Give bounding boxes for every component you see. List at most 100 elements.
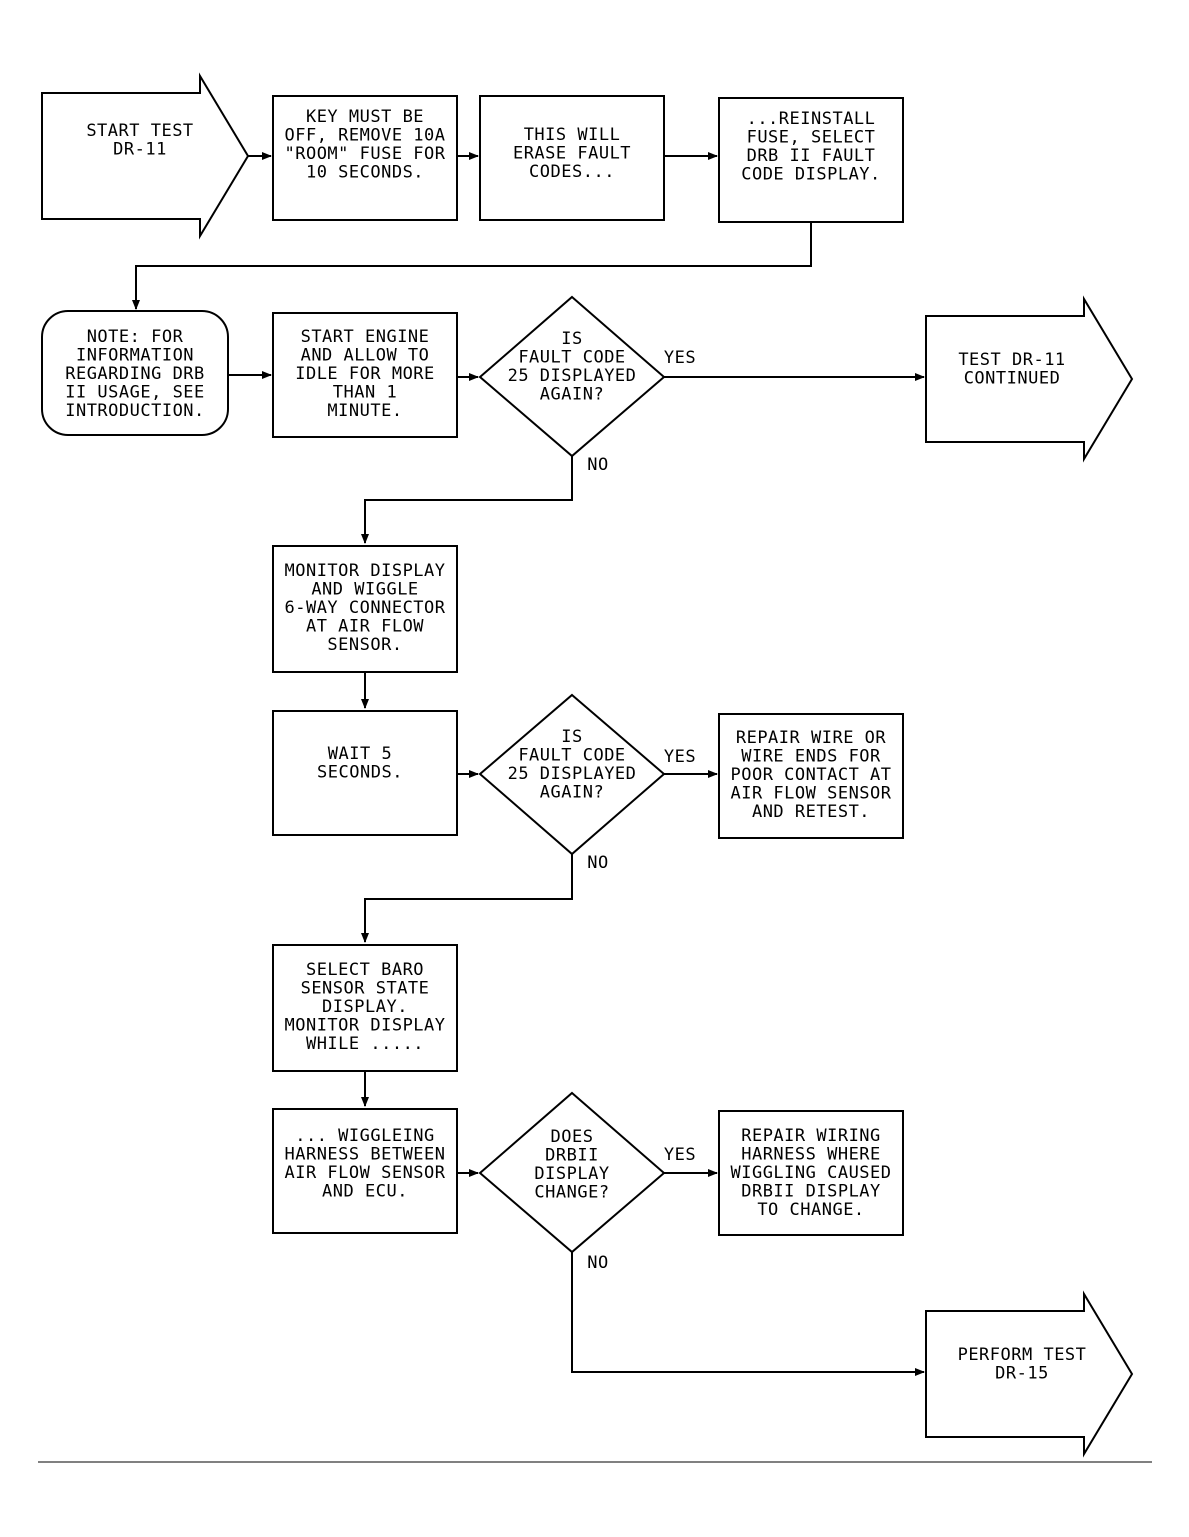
node-label-line: AND ECU. [322, 1182, 408, 1202]
node-label-line: AGAIN? [540, 385, 604, 405]
node-label-line: AGAIN? [540, 783, 604, 803]
node-label-line: FUSE, SELECT [747, 128, 876, 148]
node-label-line: AND ALLOW TO [301, 346, 430, 366]
node-label-line: HARNESS BETWEEN [284, 1145, 445, 1165]
node-label-line: MINUTE. [327, 401, 402, 421]
node-label-line: CHANGE? [534, 1183, 609, 1203]
node-label-line: THAN 1 [333, 383, 397, 403]
node-label-line: FAULT CODE [518, 348, 625, 368]
node-label-line: DRB II FAULT [747, 146, 876, 166]
node-label-line: AIR FLOW SENSOR [284, 1163, 445, 1183]
node-label-line: DISPLAY [534, 1164, 609, 1184]
node-label-line: DISPLAY. [322, 997, 408, 1017]
node-label-line: AND WIGGLE [311, 580, 418, 600]
node-label-line: PERFORM TEST [958, 1345, 1087, 1365]
node-label-line: KEY MUST BE [306, 107, 424, 127]
no-label: NO [587, 1253, 608, 1273]
node-label-line: ... WIGGLEING [295, 1126, 435, 1146]
node-label-line: 25 DISPLAYED [508, 764, 637, 784]
connector [361, 854, 573, 943]
node-label-line: OFF, REMOVE 10A [284, 126, 445, 146]
node-label-line: DRBII [545, 1146, 599, 1166]
node-label-line: DOES [551, 1127, 594, 1147]
node-label-line: AIR FLOW SENSOR [730, 784, 891, 804]
node-label-line: POOR CONTACT AT [730, 765, 891, 785]
node-label-line: THIS WILL [524, 125, 621, 145]
node-label-line: WIRE ENDS FOR [741, 747, 881, 767]
node-label-line: MONITOR DISPLAY [284, 561, 445, 581]
node-label-line: TEST DR-11 [958, 350, 1065, 370]
node-label-line: AT AIR FLOW [306, 617, 424, 637]
node-label-line: CONTINUED [964, 369, 1061, 389]
node-label-line: MONITOR DISPLAY [284, 1016, 445, 1036]
node-label-line: WIGGLING CAUSED [730, 1163, 891, 1183]
node-label-line: REGARDING DRB [65, 364, 205, 384]
connector [361, 456, 573, 544]
node-label-line: TO CHANGE. [757, 1200, 864, 1220]
yes-label: YES [664, 747, 696, 767]
node-label-line: INTRODUCTION. [65, 401, 205, 421]
node-label-line: INFORMATION [76, 346, 194, 366]
yes-label: YES [664, 348, 696, 368]
node-label-line: SENSOR. [327, 635, 402, 655]
node-label-line: DR-11 [113, 140, 167, 160]
node-label-line: START TEST [86, 121, 193, 141]
no-label: NO [587, 455, 608, 475]
node-label-line: SENSOR STATE [301, 979, 430, 999]
node-label-line: IS [561, 727, 582, 747]
node-label-line: WAIT 5 [328, 744, 392, 764]
node-label-line: ERASE FAULT [513, 144, 631, 164]
node-label-line: DR-15 [995, 1364, 1049, 1384]
node-label-line: SECONDS. [317, 763, 403, 783]
connector [571, 1252, 925, 1376]
node-label-line: II USAGE, SEE [65, 383, 205, 403]
node-label-line: FAULT CODE [518, 746, 625, 766]
node-label-line: START ENGINE [301, 327, 430, 347]
no-label: NO [587, 853, 608, 873]
node-label-line: WHILE ..... [306, 1034, 424, 1054]
node-label-line: NOTE: FOR [87, 327, 184, 347]
node-label-line: 25 DISPLAYED [508, 366, 637, 386]
node-label-line: CODES... [529, 162, 615, 182]
node-label-line: REPAIR WIRING [741, 1126, 881, 1146]
node-label-line: ...REINSTALL [747, 109, 876, 129]
node-label-line: "ROOM" FUSE FOR [284, 144, 445, 164]
node-label-line: IS [561, 329, 582, 349]
node-label-line: 10 SECONDS. [306, 163, 424, 183]
node-label-line: HARNESS WHERE [741, 1145, 881, 1165]
node-label-line: CODE DISPLAY. [741, 165, 881, 185]
